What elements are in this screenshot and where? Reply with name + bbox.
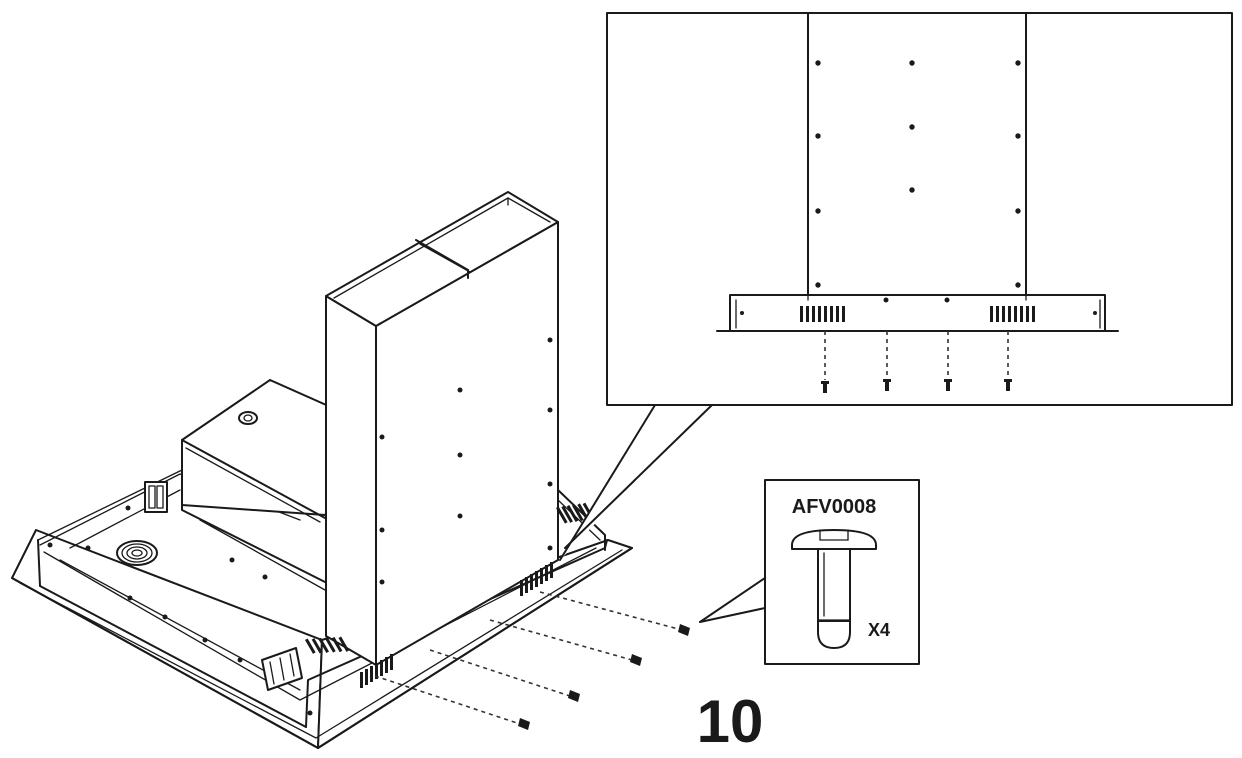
main-assembly bbox=[11, 191, 690, 749]
screw-insert-lines bbox=[374, 591, 690, 730]
screw-icon bbox=[1004, 379, 1012, 391]
part-code: AFV0008 bbox=[792, 496, 877, 518]
duct-front-view bbox=[807, 12, 1027, 296]
chimney-duct bbox=[325, 191, 559, 666]
step-number: 10 bbox=[697, 688, 764, 753]
vent-grille-right bbox=[990, 306, 1035, 322]
screw-icon bbox=[821, 381, 829, 393]
part-callout: AFV0008 X4 bbox=[699, 479, 920, 665]
screw-icon bbox=[630, 654, 642, 666]
screw-icon bbox=[791, 529, 877, 649]
screw-icon bbox=[678, 624, 690, 636]
vent-grille-left bbox=[800, 306, 845, 322]
base-tray bbox=[11, 469, 633, 749]
screw-icon bbox=[944, 379, 952, 391]
round-vent-icon bbox=[116, 540, 158, 566]
hood-body-front bbox=[716, 294, 1119, 332]
part-quantity: X4 bbox=[868, 620, 890, 640]
motor-box bbox=[144, 379, 361, 591]
zoom-callout bbox=[559, 12, 1233, 561]
zoom-screw-lines bbox=[821, 331, 1012, 393]
screw-icon bbox=[518, 718, 530, 730]
tray-details bbox=[47, 505, 313, 716]
screw-icon bbox=[568, 690, 580, 702]
motor-cap bbox=[238, 411, 258, 425]
screw-icon bbox=[883, 379, 891, 391]
